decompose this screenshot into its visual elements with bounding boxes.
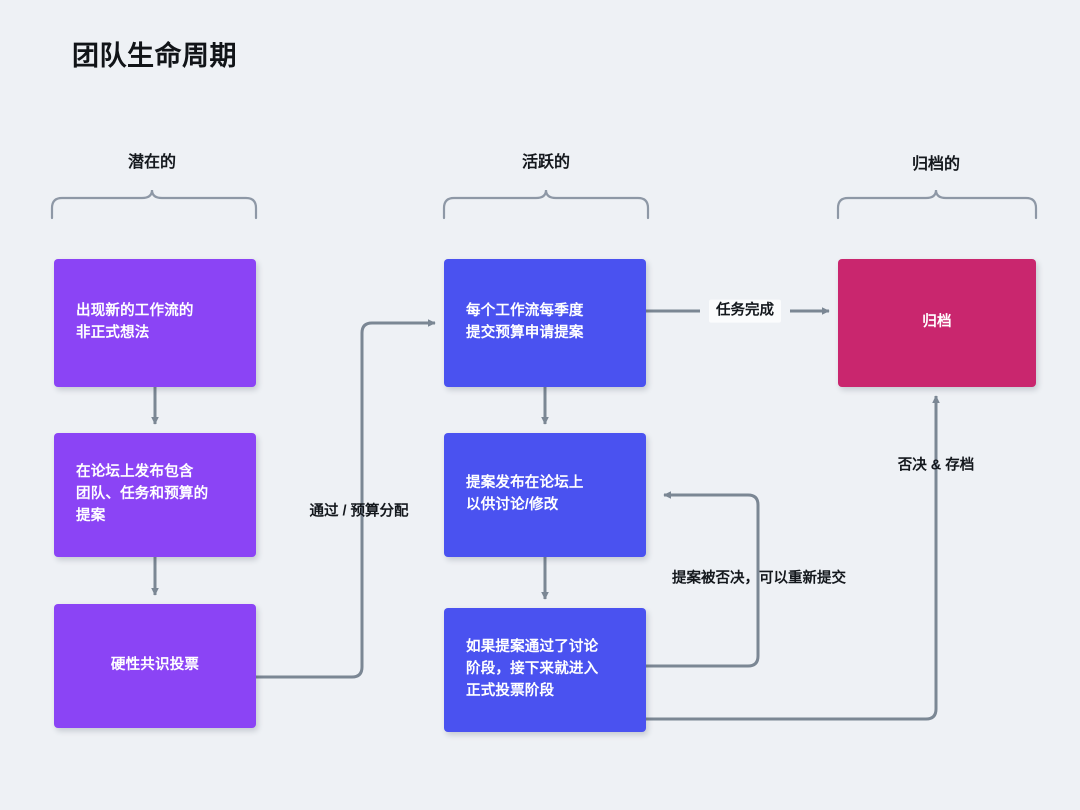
group-label-potential: 潜在的 — [127, 154, 177, 171]
group-braces — [50, 189, 1038, 220]
group-label-archived: 归档的 — [911, 156, 961, 173]
brace-archived — [836, 189, 1038, 220]
brace-potential — [50, 189, 258, 220]
page-title: 团队生命周期 — [72, 41, 237, 71]
node-forum-post[interactable]: 在论坛上发布包含 团队、任务和预算的 提案 — [54, 433, 256, 557]
group-label-active: 活跃的 — [521, 154, 571, 171]
node-idea[interactable]: 出现新的工作流的 非正式想法 — [54, 259, 256, 387]
node-archived[interactable]: 归档 — [838, 259, 1036, 387]
edge-label-veto-archive: 否决 & 存档 — [897, 457, 975, 474]
node-formal-vote[interactable]: 如果提案通过了讨论 阶段，接下来就进入 正式投票阶段 — [444, 608, 646, 732]
edge-label-task-complete: 任务完成 — [709, 299, 781, 323]
node-budget-request[interactable]: 每个工作流每季度 提交预算申请提案 — [444, 259, 646, 387]
edge-label-proposal-rejected: 提案被否决，可以重新提交 — [672, 570, 846, 587]
node-consensus-vote[interactable]: 硬性共识投票 — [54, 604, 256, 728]
edge-formal-to-archived — [646, 395, 940, 721]
node-proposal-discussion[interactable]: 提案发布在论坛上 以供讨论/修改 — [444, 433, 646, 557]
edge-label-pass-budget-alloc: 通过 / 预算分配 — [309, 503, 409, 520]
brace-active — [442, 189, 650, 220]
